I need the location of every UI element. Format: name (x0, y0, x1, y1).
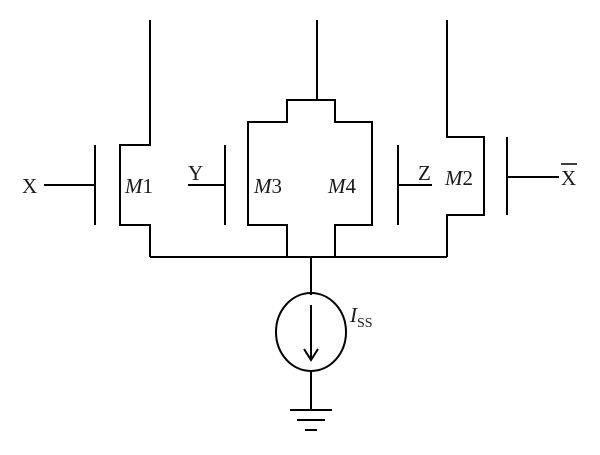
m2-label: M2 (444, 166, 473, 190)
transistor-m1 (44, 20, 151, 257)
ground-symbol (290, 409, 332, 431)
current-source-subscript: SS (357, 316, 373, 331)
current-source (275, 292, 347, 372)
m4-label-letter: M (327, 174, 347, 198)
current-source-label: ISS (349, 303, 373, 331)
m3-label-letter: M (253, 174, 273, 198)
m3-label-index: 3 (272, 174, 283, 198)
current-arrow-head (303, 348, 319, 362)
m3-label: M3 (253, 174, 282, 198)
m1-drain-wire (119, 20, 151, 257)
m2-label-letter: M (444, 166, 464, 190)
m1-label-index: 1 (143, 174, 154, 198)
m1-label-letter: M (124, 174, 144, 198)
current-source-symbol: I (349, 303, 358, 327)
transistor-pair-m3-m4 (188, 20, 432, 257)
transistor-m2 (446, 20, 559, 257)
input-x-bar-label: X (561, 166, 576, 190)
input-z-label: Z (418, 161, 431, 185)
m2-label-index: 2 (463, 166, 474, 190)
m4-drain-wire (317, 99, 373, 257)
m4-label: M4 (327, 174, 357, 198)
m2-drain-wire (446, 20, 485, 257)
input-y-label: Y (188, 161, 203, 185)
m3-m4-drain-wire (247, 20, 318, 257)
m4-label-index: 4 (346, 174, 357, 198)
m1-label: M1 (124, 174, 153, 198)
input-x-label: X (22, 174, 37, 198)
